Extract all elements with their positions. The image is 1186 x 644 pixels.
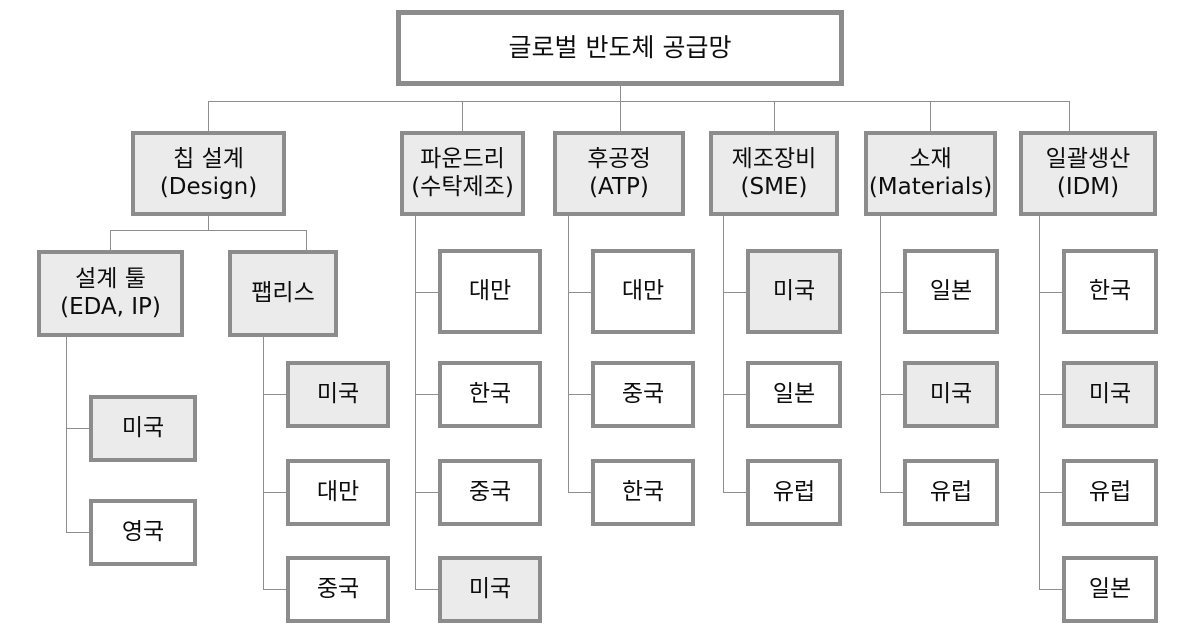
- connector-sme-elbow-3: [723, 492, 747, 493]
- node-idm-country-japan[interactable]: 일본: [1062, 556, 1158, 623]
- connector-idm-elbow-1: [1039, 292, 1063, 293]
- connector-drop-idm: [1069, 101, 1070, 131]
- connector-fabless-elbow-1: [263, 394, 287, 395]
- connector-materials-elbow-3: [880, 492, 904, 493]
- connector-fabless-trunk: [263, 337, 264, 589]
- node-atp-country-taiwan[interactable]: 대만: [591, 249, 695, 334]
- connector-root-stem: [620, 86, 621, 102]
- connector-atp-trunk: [568, 216, 569, 492]
- connector-atp-elbow-3: [568, 492, 592, 493]
- node-eda-country-uk[interactable]: 영국: [89, 499, 197, 566]
- connector-idm-elbow-4: [1039, 589, 1063, 590]
- connector-foundry-elbow-4: [415, 589, 439, 590]
- node-materials-country-us[interactable]: 미국: [903, 361, 999, 428]
- connector-fabless-elbow-2: [263, 492, 287, 493]
- node-sme-country-europe[interactable]: 유럽: [746, 459, 842, 526]
- connector-level2-bus: [208, 101, 1069, 102]
- node-materials-country-europe[interactable]: 유럽: [903, 459, 999, 526]
- node-idm-country-europe[interactable]: 유럽: [1062, 459, 1158, 526]
- connector-sme-elbow-2: [723, 394, 747, 395]
- node-sme-country-japan[interactable]: 일본: [746, 361, 842, 428]
- node-fabless-country-us[interactable]: 미국: [286, 361, 390, 428]
- node-foundry-country-korea[interactable]: 한국: [438, 361, 542, 428]
- connector-drop-materials: [930, 101, 931, 131]
- node-atp-country-korea[interactable]: 한국: [591, 459, 695, 526]
- connector-sme-elbow-1: [723, 292, 747, 293]
- node-design-fabless[interactable]: 팹리스: [228, 250, 338, 337]
- connector-drop-fabless: [306, 230, 307, 250]
- connector-foundry-elbow-2: [415, 394, 439, 395]
- node-foundry-country-taiwan[interactable]: 대만: [438, 249, 542, 334]
- connector-eda-elbow-2: [66, 532, 90, 533]
- connector-foundry-elbow-1: [415, 292, 439, 293]
- connector-drop-sme: [774, 101, 775, 131]
- connector-drop-foundry: [462, 101, 463, 131]
- node-idm-country-us[interactable]: 미국: [1062, 361, 1158, 428]
- connector-drop-design: [208, 101, 209, 131]
- node-branch-atp[interactable]: 후공정 (ATP): [553, 131, 685, 216]
- connector-materials-trunk: [880, 216, 881, 492]
- connector-foundry-elbow-3: [415, 492, 439, 493]
- connector-idm-trunk: [1039, 216, 1040, 589]
- node-fabless-country-china[interactable]: 중국: [286, 556, 390, 623]
- node-eda-country-us[interactable]: 미국: [89, 395, 197, 462]
- connector-sme-trunk: [723, 216, 724, 492]
- node-branch-foundry[interactable]: 파운드리 (수탁제조): [400, 131, 525, 216]
- connector-eda-trunk: [66, 337, 67, 533]
- connector-atp-elbow-1: [568, 292, 592, 293]
- connector-fabless-elbow-3: [263, 589, 287, 590]
- node-atp-country-china[interactable]: 중국: [591, 361, 695, 428]
- connector-materials-elbow-1: [880, 292, 904, 293]
- connector-eda-elbow-1: [66, 428, 90, 429]
- node-design-eda-tools[interactable]: 설계 툴 (EDA, IP): [37, 250, 184, 337]
- connector-idm-elbow-3: [1039, 492, 1063, 493]
- node-branch-sme[interactable]: 제조장비 (SME): [709, 131, 839, 216]
- connector-idm-elbow-2: [1039, 394, 1063, 395]
- connector-foundry-trunk: [415, 216, 416, 589]
- connector-atp-elbow-2: [568, 394, 592, 395]
- connector-design-stem: [208, 216, 209, 230]
- node-foundry-country-china[interactable]: 중국: [438, 459, 542, 526]
- node-sme-country-us[interactable]: 미국: [746, 249, 842, 334]
- node-root-supply-chain[interactable]: 글로벌 반도체 공급망: [396, 10, 844, 86]
- node-idm-country-korea[interactable]: 한국: [1062, 249, 1158, 334]
- node-foundry-country-us[interactable]: 미국: [438, 556, 542, 623]
- connector-materials-elbow-2: [880, 394, 904, 395]
- node-fabless-country-taiwan[interactable]: 대만: [286, 459, 390, 526]
- node-branch-materials[interactable]: 소재 (Materials): [864, 131, 997, 216]
- connector-drop-atp: [620, 101, 621, 131]
- node-materials-country-japan[interactable]: 일본: [903, 249, 999, 334]
- node-branch-idm[interactable]: 일괄생산 (IDM): [1019, 131, 1157, 216]
- connector-drop-eda: [110, 230, 111, 250]
- node-branch-design[interactable]: 칩 설계 (Design): [131, 131, 286, 216]
- connector-design-bus: [110, 230, 306, 231]
